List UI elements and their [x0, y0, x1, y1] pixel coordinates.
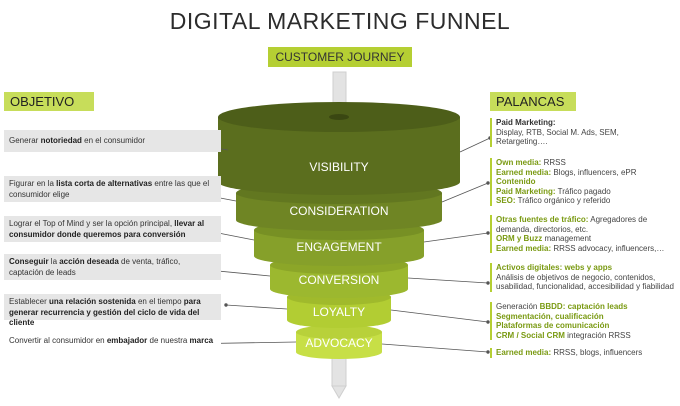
objective-visibility: Generar notoriedad en el consumidor — [4, 130, 221, 152]
lever-label: Activos digitales: webs y apps — [496, 263, 613, 272]
levers-loyalty: Generación BBDD: captación leads Segment… — [490, 302, 678, 341]
lever-text: Análisis de objetivos de negocio, conten… — [496, 272, 674, 292]
lever-label: SEO: — [496, 196, 516, 206]
objective-text: Convertir al consumidor en — [9, 336, 107, 345]
palancas-header: PALANCAS — [490, 92, 576, 111]
objective-emphasis: Conseguir — [9, 257, 49, 266]
lever-text: Blogs, influencers, ePR — [551, 167, 637, 177]
lever-label: ORM y Buzz — [496, 234, 543, 244]
stage-label-conversion: CONVERSION — [299, 273, 380, 287]
lever-label: Paid Marketing: — [496, 186, 556, 196]
objective-text: Lograr el Top of Mind y ser la opción pr… — [9, 219, 175, 228]
objective-emphasis: acción deseada — [59, 257, 119, 266]
objective-text: Generar — [9, 136, 41, 145]
objective-consideration: Figurar en la lista corta de alternativa… — [4, 176, 221, 202]
objective-emphasis: embajador — [106, 336, 148, 345]
objective-emphasis: lista corta de alternativas — [56, 179, 153, 188]
levers-conversion: Activos digitales: webs y apps Análisis … — [490, 263, 678, 292]
objective-text: de nuestra — [147, 336, 190, 345]
lever-text: Display, RTB, Social M. Ads, SEM, — [496, 127, 619, 137]
lever-label: Earned media: — [496, 167, 552, 177]
lever-text: Agregadores de demanda, directorios, etc… — [496, 215, 648, 234]
objective-emphasis: una relación sostenida — [49, 297, 136, 306]
lever-heading: Paid Marketing: — [496, 118, 556, 127]
lever-text: Retargeting…. — [496, 137, 548, 147]
connector-right-2 — [441, 182, 489, 203]
lever-label: BBDD: captación leads — [539, 302, 628, 311]
lever-label: Earned media: — [496, 243, 552, 253]
levers-consideration: Own media: RRSS Earned media: Blogs, inf… — [490, 158, 678, 206]
customer-journey-label: CUSTOMER JOURNEY — [268, 47, 412, 67]
lever-text: RRSS — [541, 158, 566, 167]
stage-label-visibility: VISIBILITY — [309, 160, 368, 174]
lever-text: Tráfico orgánico y referido — [515, 196, 611, 206]
lever-label: CRM / Social CRM — [496, 330, 565, 340]
diagram-title: DIGITAL MARKETING FUNNEL — [169, 8, 511, 34]
objective-text: en el tiempo — [135, 297, 184, 306]
lever-text: Tráfico pagado — [555, 186, 611, 196]
tier-advocacy: ADVOCACY — [296, 325, 382, 359]
objective-text: de venta, tráfico, captación de leads — [9, 257, 181, 277]
connector-right-6 — [381, 343, 489, 353]
lever-label: Own media: — [496, 158, 542, 167]
lever-text: integración RRSS — [564, 330, 631, 340]
levers-engagement: Otras fuentes de tráfico: Agregadores de… — [490, 215, 678, 254]
objective-emphasis: notoriedad — [40, 136, 82, 145]
connector-left-5 — [225, 304, 288, 310]
connector-right-3 — [423, 232, 489, 243]
funnel-tip — [331, 385, 347, 399]
objective-loyalty: Establecer una relación sostenida en el … — [4, 294, 221, 327]
lever-label: Segmentación, cualificación — [496, 311, 604, 321]
lever-label: Plataformas de comunicación — [496, 321, 610, 331]
stage-label-engagement: ENGAGEMENT — [296, 240, 382, 254]
objective-text: Figurar en la — [9, 179, 57, 188]
objective-emphasis: para generar recurrencia y gestión del c… — [9, 297, 201, 327]
objective-emphasis: llevar al consumidor donde queremos para… — [9, 219, 205, 239]
stage-label-consideration: CONSIDERATION — [289, 204, 388, 218]
levers-visibility: Paid Marketing: Display, RTB, Social M. … — [490, 118, 678, 147]
lever-text: RRSS advocacy, influencers,… — [551, 243, 665, 253]
objective-conversion: Conseguir la acción deseada de venta, tr… — [4, 254, 221, 280]
lever-text: RRSS, blogs, influencers — [551, 348, 643, 357]
lever-text: Generación — [496, 302, 540, 311]
lever-label: Earned media: — [496, 348, 552, 357]
lever-label: Otras fuentes de tráfico: — [496, 215, 589, 224]
stage-label-loyalty: LOYALTY — [313, 305, 365, 319]
lever-text: management — [542, 234, 592, 244]
tier-loyalty: LOYALTY — [287, 289, 391, 328]
objective-text: en el consumidor — [81, 136, 146, 145]
objective-text: la — [48, 257, 60, 266]
levers-advocacy: Earned media: RRSS, blogs, influencers — [490, 348, 678, 358]
objective-advocacy: Convertir al consumidor en embajador de … — [4, 333, 221, 359]
connector-right-5 — [390, 309, 489, 323]
tier-visibility: VISIBILITY — [218, 102, 460, 195]
objetivo-header: OBJETIVO — [4, 92, 94, 111]
connector-right-1 — [459, 137, 491, 153]
objective-text: Establecer — [9, 297, 50, 306]
lever-label: Contenido — [496, 177, 536, 187]
connector-right-4 — [407, 277, 489, 284]
objective-emphasis: marca — [189, 336, 214, 345]
stage-label-advocacy: ADVOCACY — [305, 336, 372, 350]
objective-engagement: Lograr el Top of Mind y ser la opción pr… — [4, 216, 221, 242]
objective-text: entre las que el consumidor elige — [9, 179, 210, 199]
